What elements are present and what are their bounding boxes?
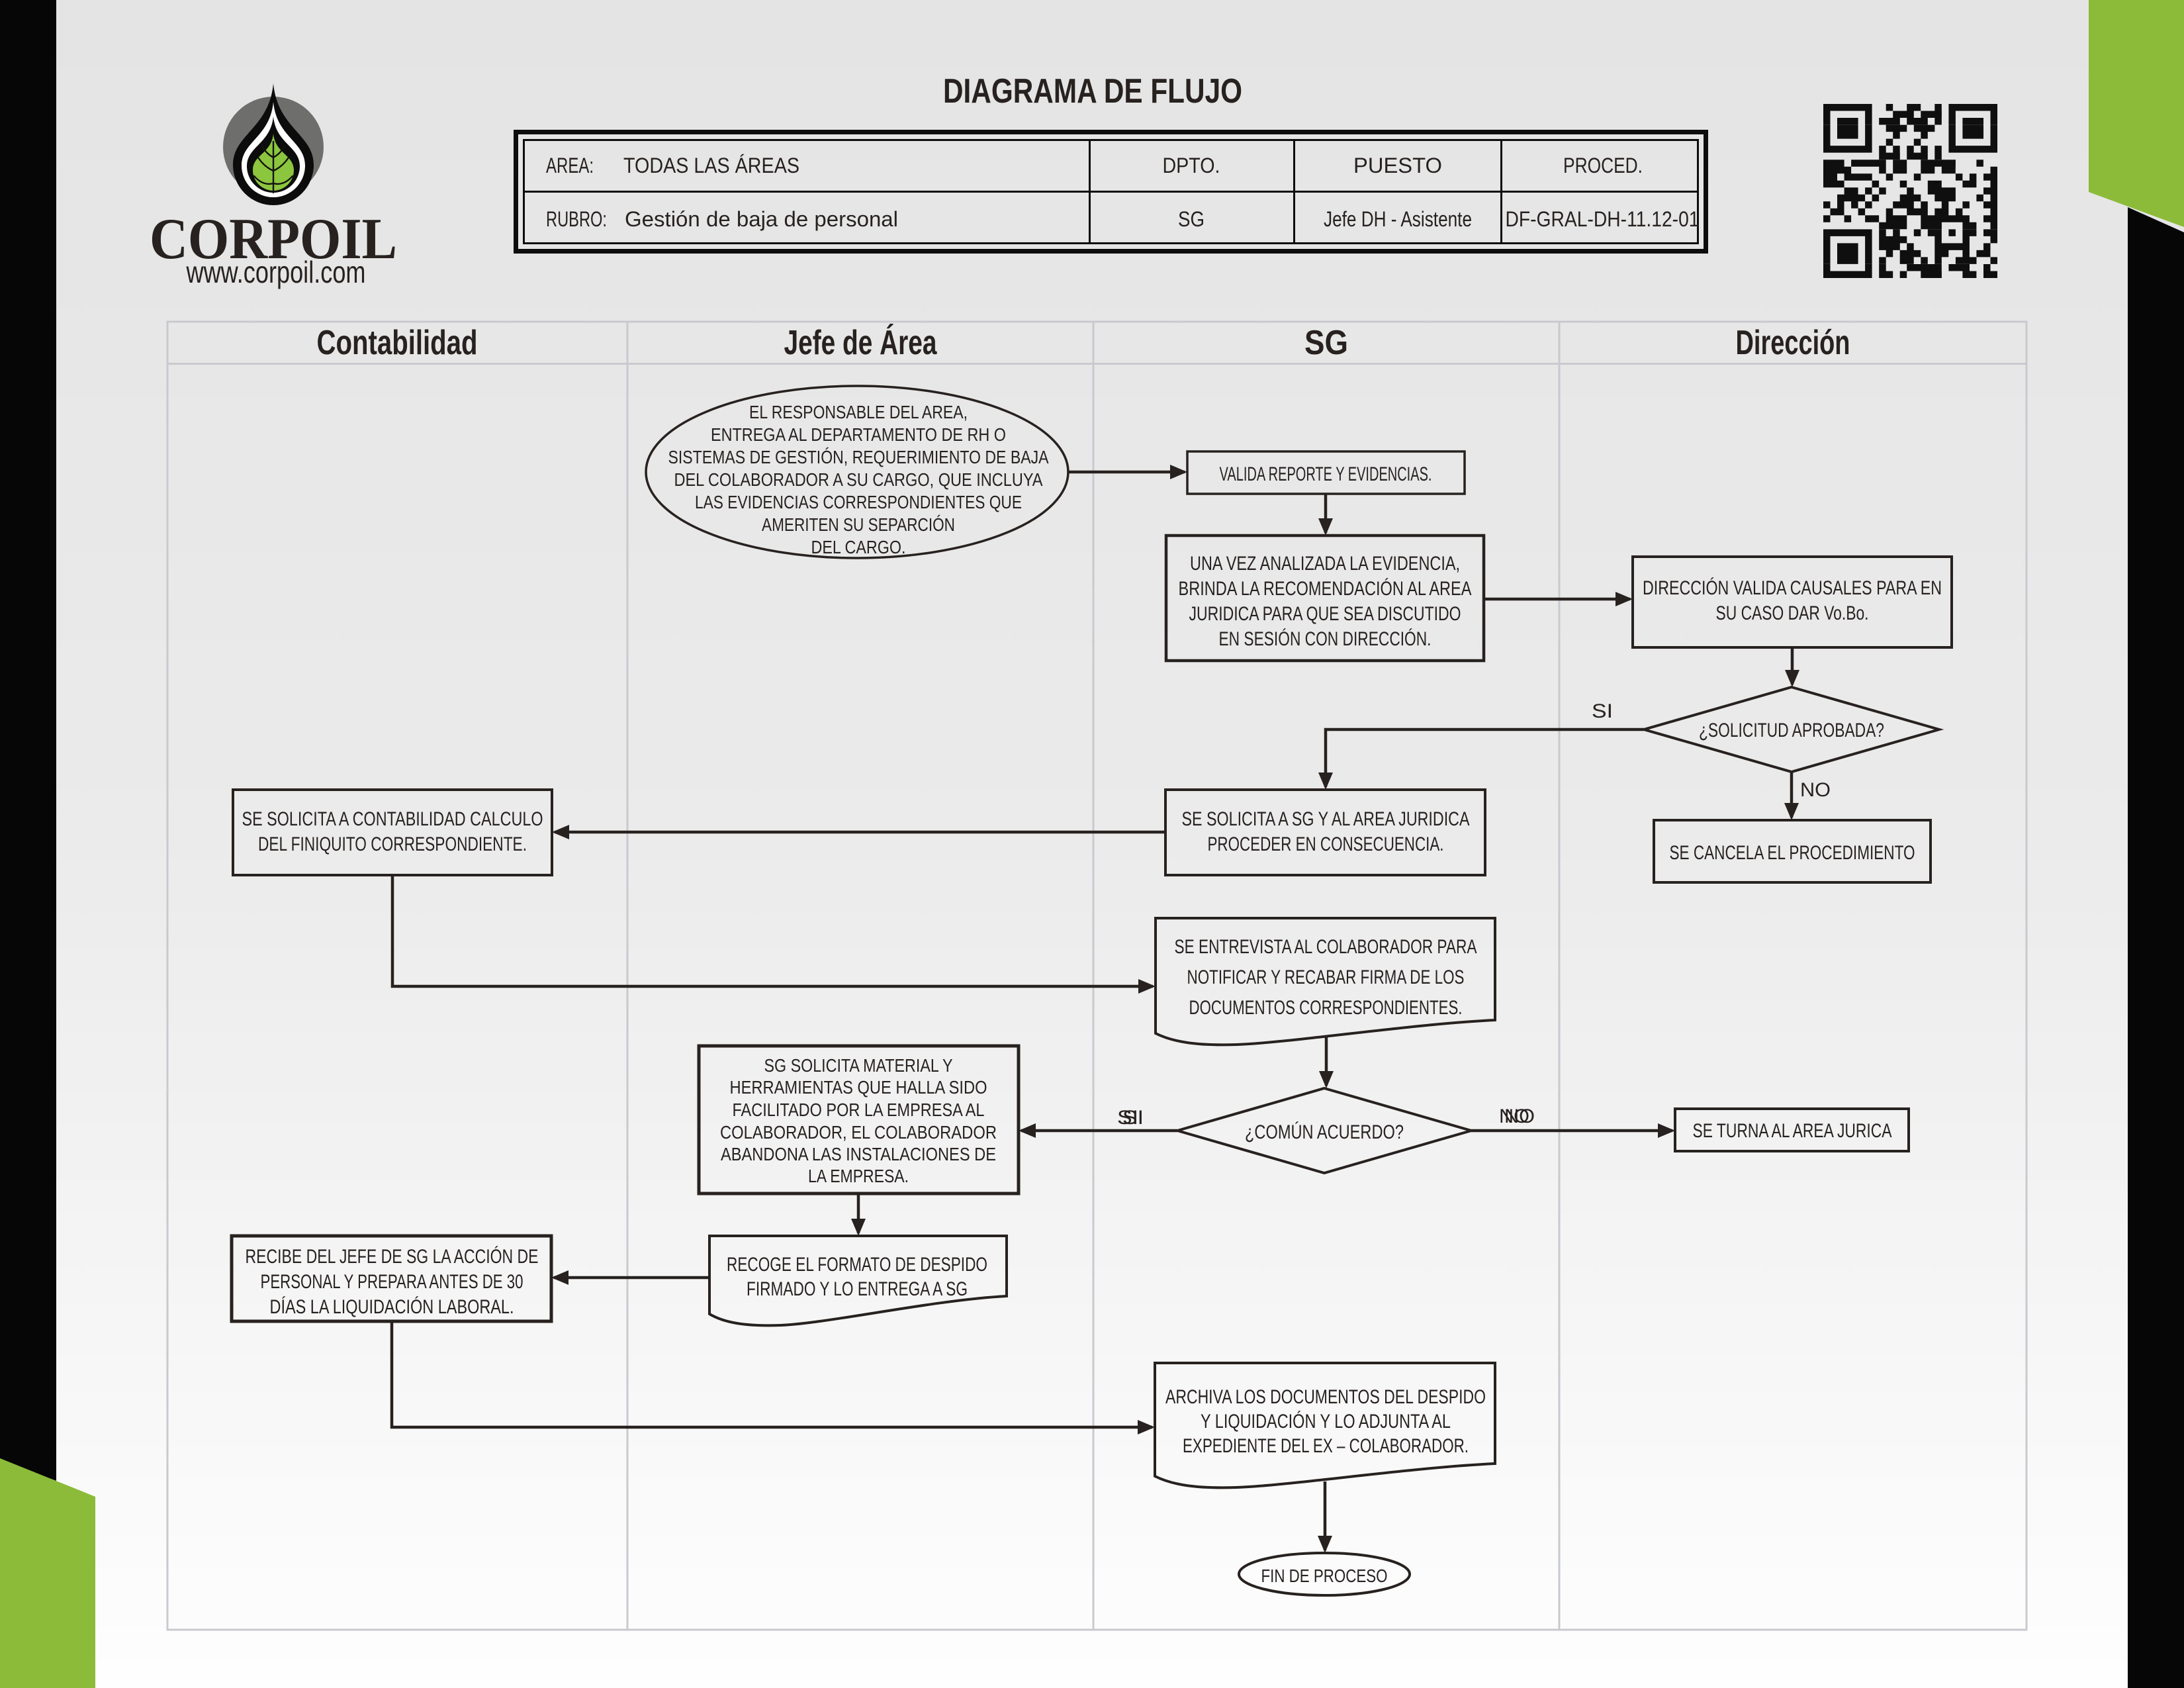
svg-text:Gestión de baja de personal: Gestión de baja de personal: [625, 207, 898, 231]
svg-text:SU CASO DAR Vo.Bo.: SU CASO DAR Vo.Bo.: [1716, 602, 1869, 624]
svg-text:NOTIFICAR Y RECABAR FIRMA DE L: NOTIFICAR Y RECABAR FIRMA DE LOS: [1187, 966, 1465, 988]
svg-text:EL RESPONSABLE DEL AREA,: EL RESPONSABLE DEL AREA,: [749, 402, 968, 422]
svg-text:FACILITADO POR LA EMPRESA AL: FACILITADO POR LA EMPRESA AL: [733, 1100, 985, 1120]
svg-text:COLABORADOR, EL COLABORADOR: COLABORADOR, EL COLABORADOR: [720, 1122, 997, 1143]
svg-text:Jefe de Área: Jefe de Área: [784, 324, 938, 362]
svg-text:VALIDA REPORTE Y EVIDENCIAS.: VALIDA REPORTE Y EVIDENCIAS.: [1220, 463, 1432, 485]
svg-text:SE TURNA AL AREA JURICA: SE TURNA AL AREA JURICA: [1693, 1120, 1892, 1142]
svg-text:DÍAS LA LIQUIDACIÓN LABORAL.: DÍAS LA LIQUIDACIÓN LABORAL.: [270, 1296, 514, 1318]
svg-text:DF-GRAL-DH-11.12-01: DF-GRAL-DH-11.12-01: [1506, 207, 1700, 231]
svg-text:Dirección: Dirección: [1736, 324, 1850, 362]
svg-text:BRINDA LA RECOMENDACIÓN AL ARE: BRINDA LA RECOMENDACIÓN AL AREA: [1179, 578, 1472, 600]
svg-text:TODAS LAS ÁREAS: TODAS LAS ÁREAS: [623, 154, 799, 177]
svg-text:ARCHIVA LOS DOCUMENTOS DEL DES: ARCHIVA LOS DOCUMENTOS DEL DESPIDO: [1165, 1386, 1486, 1408]
svg-text:FIRMADO Y LO ENTREGA A SG: FIRMADO Y LO ENTREGA A SG: [747, 1278, 968, 1300]
svg-text:AMERITEN SU SEPARCIÓN: AMERITEN SU SEPARCIÓN: [762, 514, 955, 535]
svg-text:RECOGE EL FORMATO DE DESPIDO: RECOGE EL FORMATO DE DESPIDO: [727, 1254, 987, 1276]
svg-text:¿COMÚN ACUERDO?: ¿COMÚN ACUERDO?: [1245, 1121, 1404, 1143]
svg-text:DPTO.: DPTO.: [1163, 154, 1220, 177]
svg-text:EXPEDIENTE DEL EX – COLABORADO: EXPEDIENTE DEL EX – COLABORADOR.: [1183, 1435, 1469, 1457]
svg-text:DOCUMENTOS CORRESPONDIENTES.: DOCUMENTOS CORRESPONDIENTES.: [1189, 997, 1463, 1019]
svg-text:DIAGRAMA DE FLUJO: DIAGRAMA DE FLUJO: [943, 72, 1242, 111]
svg-text:UNA VEZ ANALIZADA LA EVIDENCIA: UNA VEZ ANALIZADA LA EVIDENCIA,: [1190, 553, 1460, 575]
svg-text:SI: SI: [1122, 1107, 1144, 1129]
svg-text:SE SOLICITA A CONTABILIDAD CAL: SE SOLICITA A CONTABILIDAD CALCULO: [242, 808, 543, 830]
svg-text:SE ENTREVISTA AL COLABORADOR P: SE ENTREVISTA AL COLABORADOR PARA: [1175, 936, 1477, 958]
svg-text:SG: SG: [1304, 324, 1348, 362]
svg-text:DEL FINIQUITO CORRESPONDIENTE.: DEL FINIQUITO CORRESPONDIENTE.: [258, 833, 527, 855]
svg-text:SISTEMAS DE GESTIÓN, REQUERIMI: SISTEMAS DE GESTIÓN, REQUERIMIENTO DE BA…: [668, 447, 1049, 467]
svg-text:EN SESIÓN CON DIRECCIÓN.: EN SESIÓN CON DIRECCIÓN.: [1219, 628, 1432, 650]
svg-text:CORPOIL: CORPOIL: [150, 207, 397, 271]
svg-text:AREA:: AREA:: [546, 154, 594, 177]
svg-text:PUESTO: PUESTO: [1353, 154, 1442, 177]
svg-text:ENTREGA AL DEPARTAMENTO DE RH: ENTREGA AL DEPARTAMENTO DE RH O: [711, 424, 1006, 445]
svg-text:HERRAMIENTAS QUE HALLA SIDO: HERRAMIENTAS QUE HALLA SIDO: [730, 1077, 987, 1098]
svg-text:SE SOLICITA A SG Y AL AREA JUR: SE SOLICITA A SG Y AL AREA JURIDICA: [1182, 808, 1470, 830]
svg-text:FIN DE PROCESO: FIN DE PROCESO: [1261, 1566, 1388, 1586]
svg-text:DIRECCIÓN VALIDA CAUSALES PARA: DIRECCIÓN VALIDA CAUSALES PARA EN: [1643, 577, 1942, 599]
svg-text:LAS EVIDENCIAS CORRESPONDIENTE: LAS EVIDENCIAS CORRESPONDIENTES QUE: [695, 492, 1022, 512]
svg-text:SI: SI: [1117, 1107, 1138, 1129]
svg-text:DEL CARGO.: DEL CARGO.: [811, 537, 906, 557]
svg-text:www.corpoil.com: www.corpoil.com: [186, 255, 366, 289]
svg-text:ABANDONA LAS INSTALACIONES DE: ABANDONA LAS INSTALACIONES DE: [721, 1144, 996, 1164]
svg-text:SE CANCELA EL PROCEDIMIENTO: SE CANCELA EL PROCEDIMIENTO: [1670, 842, 1915, 864]
svg-text:JURIDICA PARA QUE SEA DISCUTID: JURIDICA PARA QUE SEA DISCUTIDO: [1189, 603, 1461, 625]
svg-text:¿SOLICITUD APROBADA?: ¿SOLICITUD APROBADA?: [1699, 720, 1884, 741]
svg-text:PERSONAL Y PREPARA ANTES DE 30: PERSONAL Y PREPARA ANTES DE 30: [261, 1271, 523, 1293]
svg-text:NO: NO: [1499, 1105, 1529, 1127]
svg-text:Contabilidad: Contabilidad: [317, 324, 478, 362]
svg-text:Jefe DH - Asistente: Jefe DH - Asistente: [1324, 207, 1472, 231]
svg-text:LA EMPRESA.: LA EMPRESA.: [808, 1166, 909, 1186]
svg-text:PROCEDER EN CONSECUENCIA.: PROCEDER EN CONSECUENCIA.: [1208, 833, 1444, 855]
svg-text:SG: SG: [1178, 207, 1205, 231]
svg-text:PROCED.: PROCED.: [1563, 154, 1643, 177]
svg-text:NO: NO: [1800, 779, 1831, 801]
svg-text:Y LIQUIDACIÓN Y LO ADJUNTA AL: Y LIQUIDACIÓN Y LO ADJUNTA AL: [1201, 1411, 1451, 1432]
svg-text:RUBRO:: RUBRO:: [546, 207, 607, 231]
svg-text:NO: NO: [1504, 1105, 1535, 1127]
svg-text:RECIBE DEL JEFE DE SG LA ACCIÓ: RECIBE DEL JEFE DE SG LA ACCIÓN DE: [246, 1246, 539, 1268]
svg-text:SG SOLICITA MATERIAL Y: SG SOLICITA MATERIAL Y: [764, 1055, 953, 1076]
svg-text:SI: SI: [1592, 700, 1613, 722]
svg-text:DEL COLABORADOR A SU CARGO, QU: DEL COLABORADOR A SU CARGO, QUE INCLUYA: [674, 469, 1043, 490]
